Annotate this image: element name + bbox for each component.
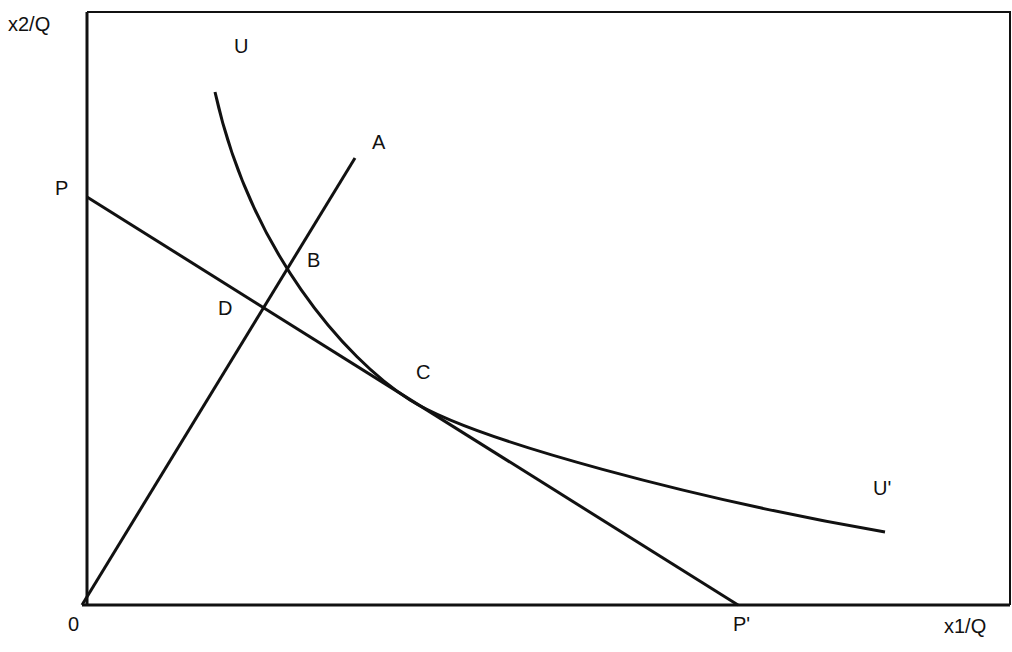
indifference-curve <box>215 92 885 532</box>
ray-line <box>82 158 355 605</box>
axis-or-point-label: x2/Q <box>8 14 50 34</box>
y-axis <box>86 12 89 605</box>
axis-or-point-label: U' <box>873 478 891 498</box>
frame <box>87 12 1010 605</box>
x-axis <box>82 604 1010 607</box>
axis-or-point-label: U <box>234 36 248 56</box>
axis-or-point-label: A <box>372 132 385 152</box>
axis-or-point-label: x1/Q <box>944 616 986 636</box>
axis-or-point-label: 0 <box>68 614 79 634</box>
axis-or-point-label: P <box>55 178 68 198</box>
axis-or-point-label: C <box>416 362 430 382</box>
axis-or-point-label: P' <box>733 614 750 634</box>
axis-or-point-label: D <box>218 298 232 318</box>
axis-or-point-label: B <box>307 250 320 270</box>
